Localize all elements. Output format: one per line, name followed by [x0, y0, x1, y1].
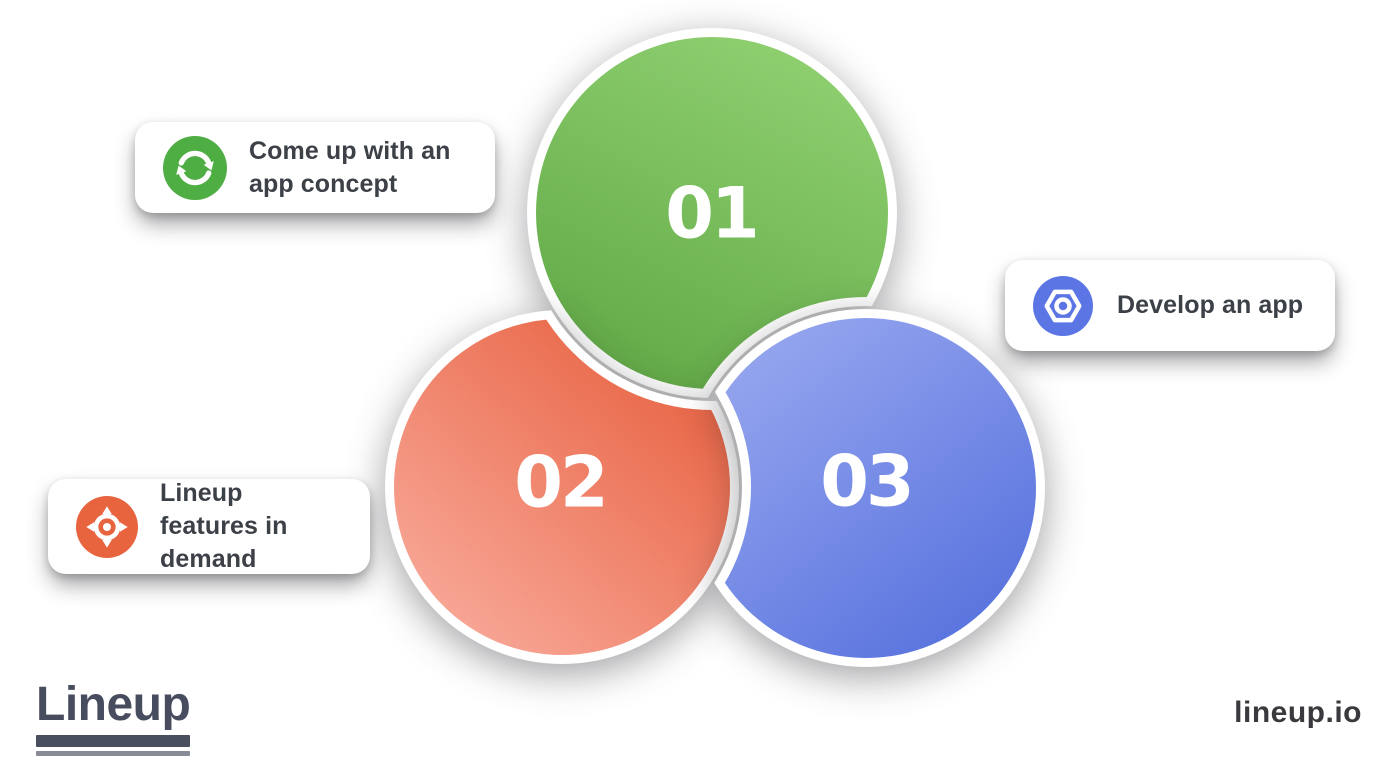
label-card-features: Lineup features in demand: [48, 479, 370, 574]
lineup-logo-tagline-bar: [36, 751, 191, 756]
label-card-concept: Come up with an app concept: [135, 122, 495, 213]
card-label-concept: Come up with an app concept: [249, 136, 451, 198]
lineup-logo: Lineup: [36, 678, 191, 756]
circle-step-03: [687, 309, 1045, 667]
lineup-logo-wordmark: Lineup: [36, 678, 191, 731]
label-card-develop: Develop an app: [1005, 260, 1335, 351]
card-label-develop: Develop an app: [1117, 291, 1304, 319]
watermark-text: lineup.io: [1234, 696, 1362, 729]
hexagon-nut-icon: [1033, 275, 1093, 336]
lineup-logo-underline-bar: [36, 735, 191, 747]
target-icon: [76, 495, 138, 558]
circle-step-02: [385, 310, 739, 664]
circle-step-01: [527, 28, 897, 398]
step-number-01: 01: [665, 172, 759, 255]
step-number-02: 02: [514, 441, 608, 524]
step-number-03: 03: [820, 440, 914, 523]
refresh-icon: [163, 135, 227, 200]
card-label-features: Lineup features in demand: [160, 479, 288, 573]
